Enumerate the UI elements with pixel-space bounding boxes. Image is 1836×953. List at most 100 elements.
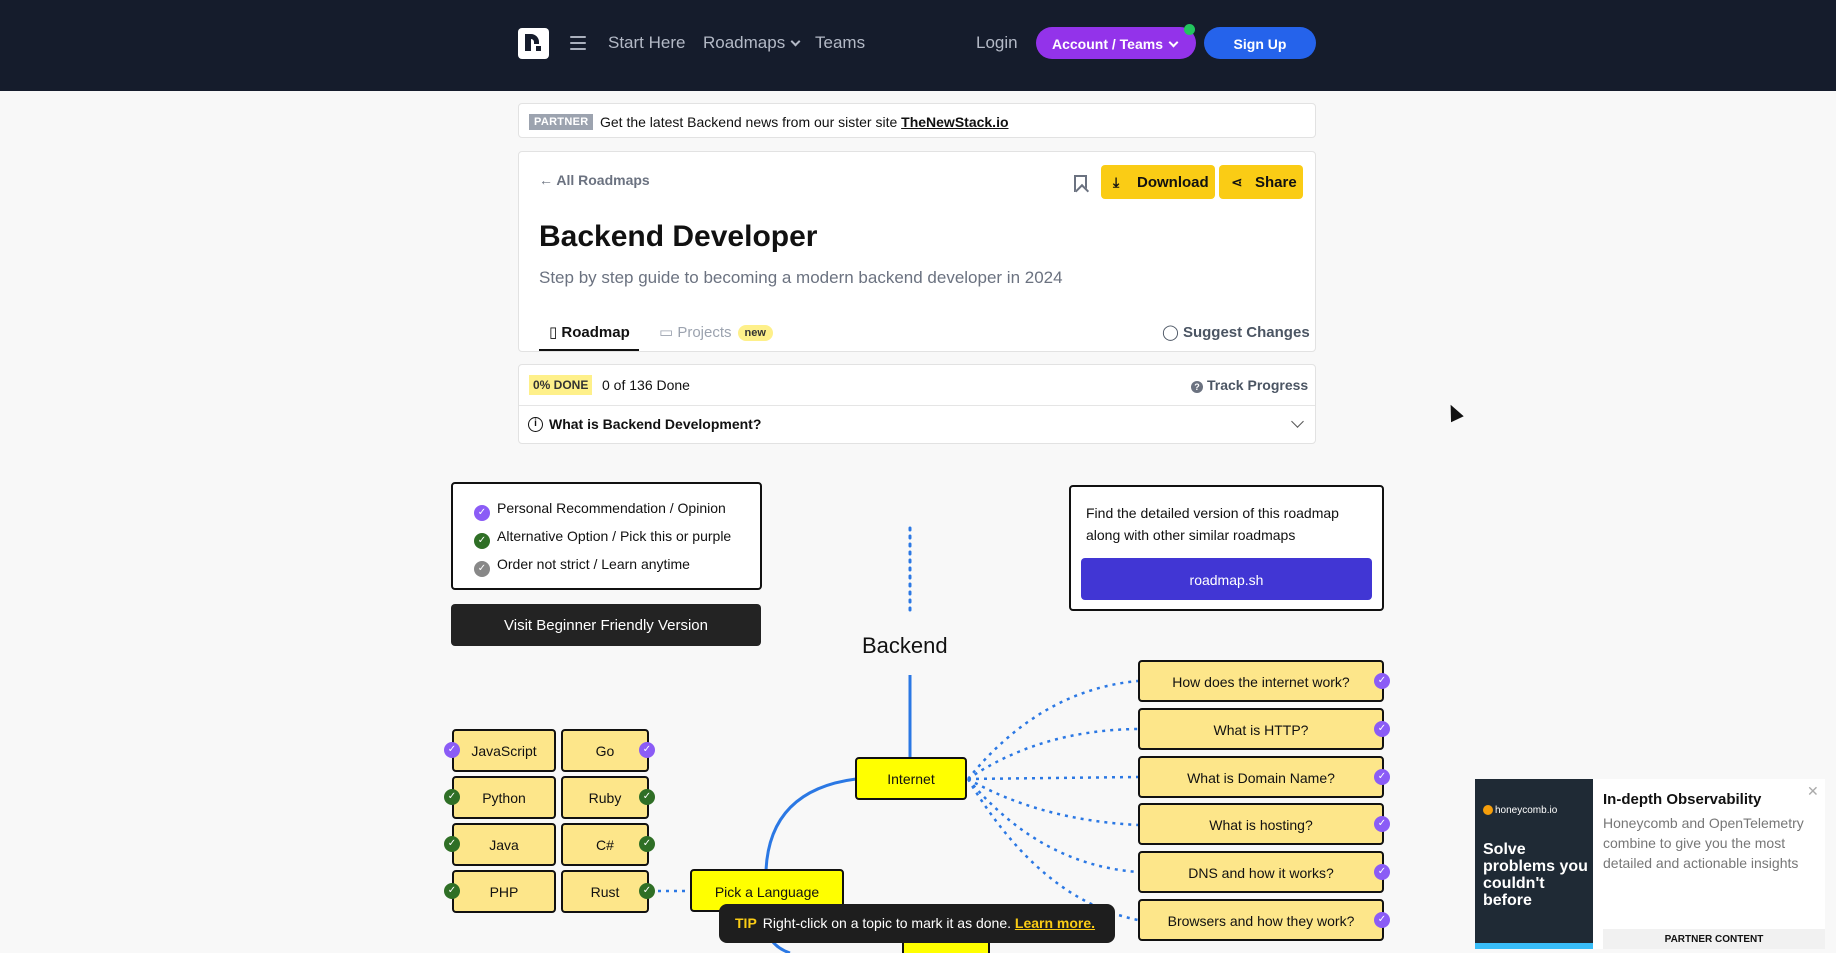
check-circle-icon: ✓	[474, 505, 490, 521]
roadmap-legend: ✓ Personal Recommendation / Opinion ✓ Alte…	[451, 482, 762, 590]
folder-icon: ▭	[659, 324, 678, 341]
ad-title: In-depth Observability	[1603, 791, 1762, 808]
ad-image: honeycomb.io Solve problems you couldn't…	[1475, 779, 1593, 949]
check-circle-icon: ✓	[474, 561, 490, 577]
tip-text: Right-click on a topic to mark it as don…	[762, 915, 1015, 931]
nav-link-teams[interactable]: Teams	[815, 33, 866, 52]
check-circle-icon: ✓	[444, 789, 460, 805]
roadmap-sh-button[interactable]: roadmap.sh	[1081, 558, 1372, 600]
download-label: Download	[1137, 174, 1209, 191]
honeycomb-logo-icon	[1483, 805, 1493, 816]
top-navbar: Start Here Roadmaps Teams Login Account …	[0, 0, 1836, 91]
progress-bar-card: 0% DONE 0 of 136 Done ?Track Progress i …	[518, 364, 1316, 444]
node-internet[interactable]: Internet	[855, 757, 967, 800]
done-count: 0 of 136 Done	[602, 377, 690, 393]
tip-toast: TIP Right-click on a topic to mark it as …	[719, 904, 1115, 943]
share-label: Share	[1255, 174, 1297, 191]
nav-link-start-here[interactable]: Start Here	[608, 33, 686, 52]
check-circle-icon: ✓	[639, 883, 655, 899]
info-icon: i	[528, 417, 543, 432]
track-progress-button[interactable]: ? Track Progress	[1191, 377, 1308, 393]
tab-roadmap-label: Roadmap	[561, 324, 630, 341]
tip-label: TIP	[735, 915, 757, 931]
sponsor-ad[interactable]: honeycomb.io Solve problems you couldn't…	[1475, 779, 1825, 949]
node-go[interactable]: Go	[561, 729, 649, 772]
node-php[interactable]: PHP	[452, 870, 556, 913]
roadmap-header-card: ← All Roadmaps ⤓ Download ⋖ Share Backend …	[518, 151, 1316, 352]
check-circle-icon: ✓	[444, 883, 460, 899]
node-what-is-http[interactable]: What is HTTP?	[1138, 708, 1384, 750]
check-circle-icon: ✓	[1374, 673, 1390, 689]
check-circle-icon: ✓	[444, 836, 460, 852]
node-hosting[interactable]: What is hosting?	[1138, 803, 1384, 845]
find-detailed-text: Find the detailed version of this roadma…	[1086, 505, 1339, 543]
partner-content-label: PARTNER CONTENT	[1603, 929, 1825, 949]
beginner-version-button[interactable]: Visit Beginner Friendly Version	[451, 604, 761, 646]
check-circle-icon: ✓	[1374, 721, 1390, 737]
account-teams-button[interactable]: Account / Teams	[1036, 27, 1196, 59]
partner-link[interactable]: TheNewStack.io	[901, 114, 1009, 130]
node-domain-name[interactable]: What is Domain Name?	[1138, 756, 1384, 798]
track-progress-label: Track Progress	[1207, 377, 1309, 393]
notification-dot	[1184, 24, 1195, 35]
hamburger-menu-icon[interactable]	[570, 36, 586, 50]
legend-label: Alternative Option / Pick this or purple	[497, 528, 732, 544]
comment-icon: ◯	[1162, 324, 1183, 341]
legend-item: ✓ Order not strict / Learn anytime	[474, 556, 690, 577]
check-circle-icon: ✓	[474, 533, 490, 549]
check-circle-icon: ✓	[639, 836, 655, 852]
roadmap-logo-icon[interactable]	[518, 28, 549, 59]
node-javascript[interactable]: JavaScript	[452, 729, 556, 772]
check-circle-icon: ✓	[1374, 912, 1390, 928]
sign-up-button[interactable]: Sign Up	[1204, 27, 1316, 59]
close-icon[interactable]: ✕	[1807, 783, 1819, 799]
check-circle-icon: ✓	[444, 742, 460, 758]
partner-text-body: Get the latest Backend news from our sis…	[600, 114, 902, 130]
ad-logo-text: honeycomb.io	[1495, 805, 1558, 816]
legend-label: Personal Recommendation / Opinion	[497, 500, 726, 516]
tab-roadmap[interactable]: ▯ Roadmap	[539, 323, 639, 351]
honeycomb-logo: honeycomb.io	[1483, 805, 1557, 816]
legend-item: ✓ Personal Recommendation / Opinion	[474, 500, 726, 521]
what-is-backend-toggle[interactable]: What is Backend Development?	[549, 416, 762, 432]
check-circle-icon: ✓	[1374, 864, 1390, 880]
nav-roadmaps-label: Roadmaps	[703, 33, 786, 52]
node-python[interactable]: Python	[452, 776, 556, 819]
check-circle-icon: ✓	[639, 789, 655, 805]
check-circle-icon: ✓	[1374, 769, 1390, 785]
bookmark-icon[interactable]	[1074, 175, 1087, 192]
node-csharp[interactable]: C#	[561, 823, 649, 866]
share-icon: ⋖	[1231, 174, 1243, 190]
page-subtitle: Step by step guide to becoming a modern …	[539, 268, 1063, 287]
node-how-internet-works[interactable]: How does the internet work?	[1138, 660, 1384, 702]
download-icon: ⤓	[1113, 174, 1120, 190]
partner-banner: PARTNER Get the latest Backend news from…	[518, 103, 1316, 138]
node-java[interactable]: Java	[452, 823, 556, 866]
check-circle-icon: ✓	[639, 742, 655, 758]
legend-label: Order not strict / Learn anytime	[497, 556, 690, 572]
suggest-changes-label: Suggest Changes	[1182, 324, 1310, 341]
done-percent-badge: 0% DONE	[529, 375, 593, 395]
learn-more-link[interactable]: Learn more.	[1014, 915, 1096, 931]
account-teams-label: Account / Teams	[1052, 36, 1163, 52]
check-circle-icon: ✓	[1374, 816, 1390, 832]
node-browsers[interactable]: Browsers and how they work?	[1138, 899, 1384, 941]
share-button[interactable]: ⋖ Share	[1219, 165, 1303, 199]
find-detailed-box: Find the detailed version of this roadma…	[1069, 485, 1384, 611]
suggest-changes-button[interactable]: ◯ Suggest Changes	[1162, 323, 1310, 341]
login-link[interactable]: Login	[976, 33, 1018, 52]
divider	[519, 405, 1315, 406]
roadmap-root-label: Backend	[862, 633, 948, 658]
partner-badge: PARTNER	[529, 114, 594, 130]
node-dns[interactable]: DNS and how it works?	[1138, 851, 1384, 893]
node-rust[interactable]: Rust	[561, 870, 649, 913]
node-ruby[interactable]: Ruby	[561, 776, 649, 819]
nav-link-roadmaps[interactable]: Roadmaps	[703, 33, 801, 53]
ad-slogan: Solve problems you couldn't before	[1483, 841, 1588, 909]
all-roadmaps-link[interactable]: ← All Roadmaps	[539, 172, 650, 188]
download-button[interactable]: ⤓ Download	[1101, 165, 1215, 199]
question-icon: ?	[1191, 381, 1203, 393]
map-icon: ▯	[549, 324, 562, 341]
page-title: Backend Developer	[539, 220, 818, 253]
